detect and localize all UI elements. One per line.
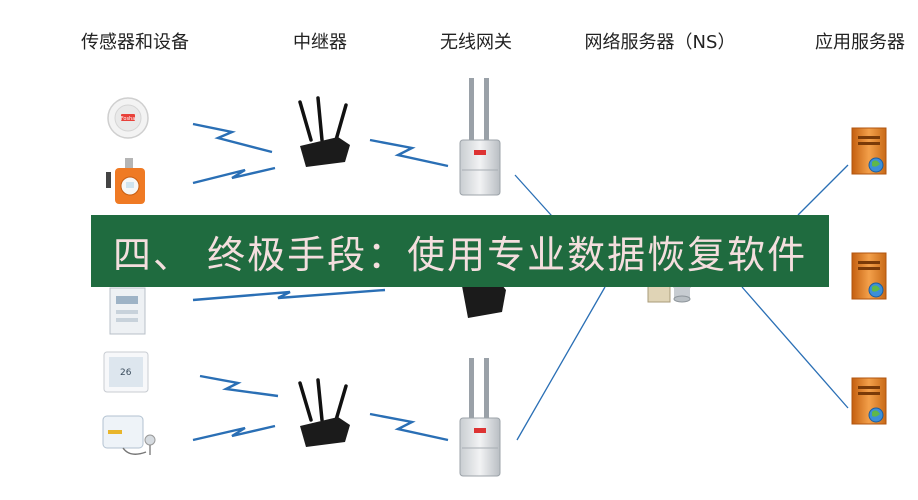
gas-detector-icon	[106, 158, 145, 204]
column-header-repeater: 中继器	[293, 32, 347, 53]
link-line-gateway-bottom-ns	[516, 286, 606, 441]
lora-repeater-icon	[298, 378, 350, 447]
wireless-signal-icon	[192, 424, 276, 442]
wireless-signal-icon	[192, 288, 386, 302]
smoke-detector-icon: Fosha	[107, 97, 149, 139]
link-line-ns-app-top	[797, 164, 849, 216]
column-header-gateway: 无线网关	[440, 32, 512, 53]
wireless-signal-icon	[199, 374, 279, 398]
lora-gateway-icon	[459, 358, 501, 477]
column-header-sensors: 传感器和设备	[81, 32, 189, 53]
application-server-icon	[851, 252, 887, 300]
lora-repeater-icon	[462, 280, 506, 318]
column-header-network-server: 网络服务器（NS）	[584, 32, 736, 53]
wireless-signal-icon	[369, 138, 449, 168]
lora-gateway-icon	[459, 78, 501, 196]
banner-title: 四、 终极手段：使用专业数据恢复软件	[113, 232, 808, 277]
network-server-database-icon	[647, 283, 691, 303]
lora-repeater-icon	[298, 96, 350, 167]
title-banner: 四、 终极手段：使用专业数据恢复软件	[91, 215, 829, 287]
link-line-ns-app-bottom	[741, 286, 849, 409]
wireless-signal-icon	[369, 412, 449, 442]
thermostat-reading: 26	[120, 368, 132, 378]
application-server-icon	[851, 377, 887, 425]
application-server-icon	[851, 127, 887, 175]
din-rail-meter-icon	[109, 287, 146, 335]
wireless-signal-icon	[192, 122, 273, 154]
smoke-detector-brand: Fosha	[121, 116, 136, 122]
wireless-sensor-box-icon	[102, 415, 156, 455]
thermostat-panel-icon: 26	[103, 351, 149, 393]
wireless-signal-icon	[192, 166, 276, 185]
column-header-app-server: 应用服务器	[815, 32, 905, 53]
